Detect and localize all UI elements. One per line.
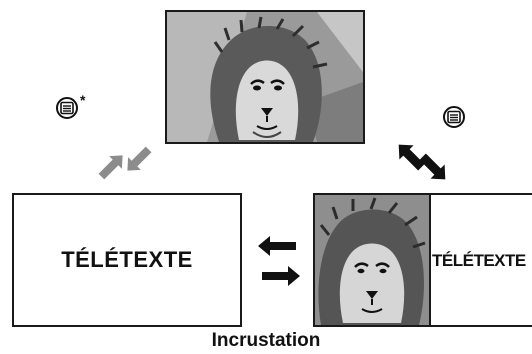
lion-image bbox=[167, 12, 363, 142]
teletext-label: TÉLÉTEXTE bbox=[61, 247, 193, 272]
diagonal-arrows-gray bbox=[98, 146, 152, 180]
teletext-button-icon bbox=[56, 97, 78, 119]
caption: Incrustation bbox=[211, 330, 321, 351]
teletext-label-right: TÉLÉTEXTE bbox=[432, 251, 526, 270]
split-divider bbox=[429, 195, 431, 325]
incrustation-screen: TÉLÉTEXTE bbox=[313, 193, 532, 327]
teletext-button-icon bbox=[443, 106, 465, 128]
diagonal-arrows-black bbox=[398, 144, 446, 180]
teletext-screen: TÉLÉTEXTE bbox=[12, 193, 242, 327]
horizontal-arrows bbox=[258, 236, 300, 286]
lion-image-small bbox=[315, 195, 429, 325]
asterisk-note: * bbox=[80, 92, 86, 108]
tv-picture-screen bbox=[165, 10, 365, 144]
